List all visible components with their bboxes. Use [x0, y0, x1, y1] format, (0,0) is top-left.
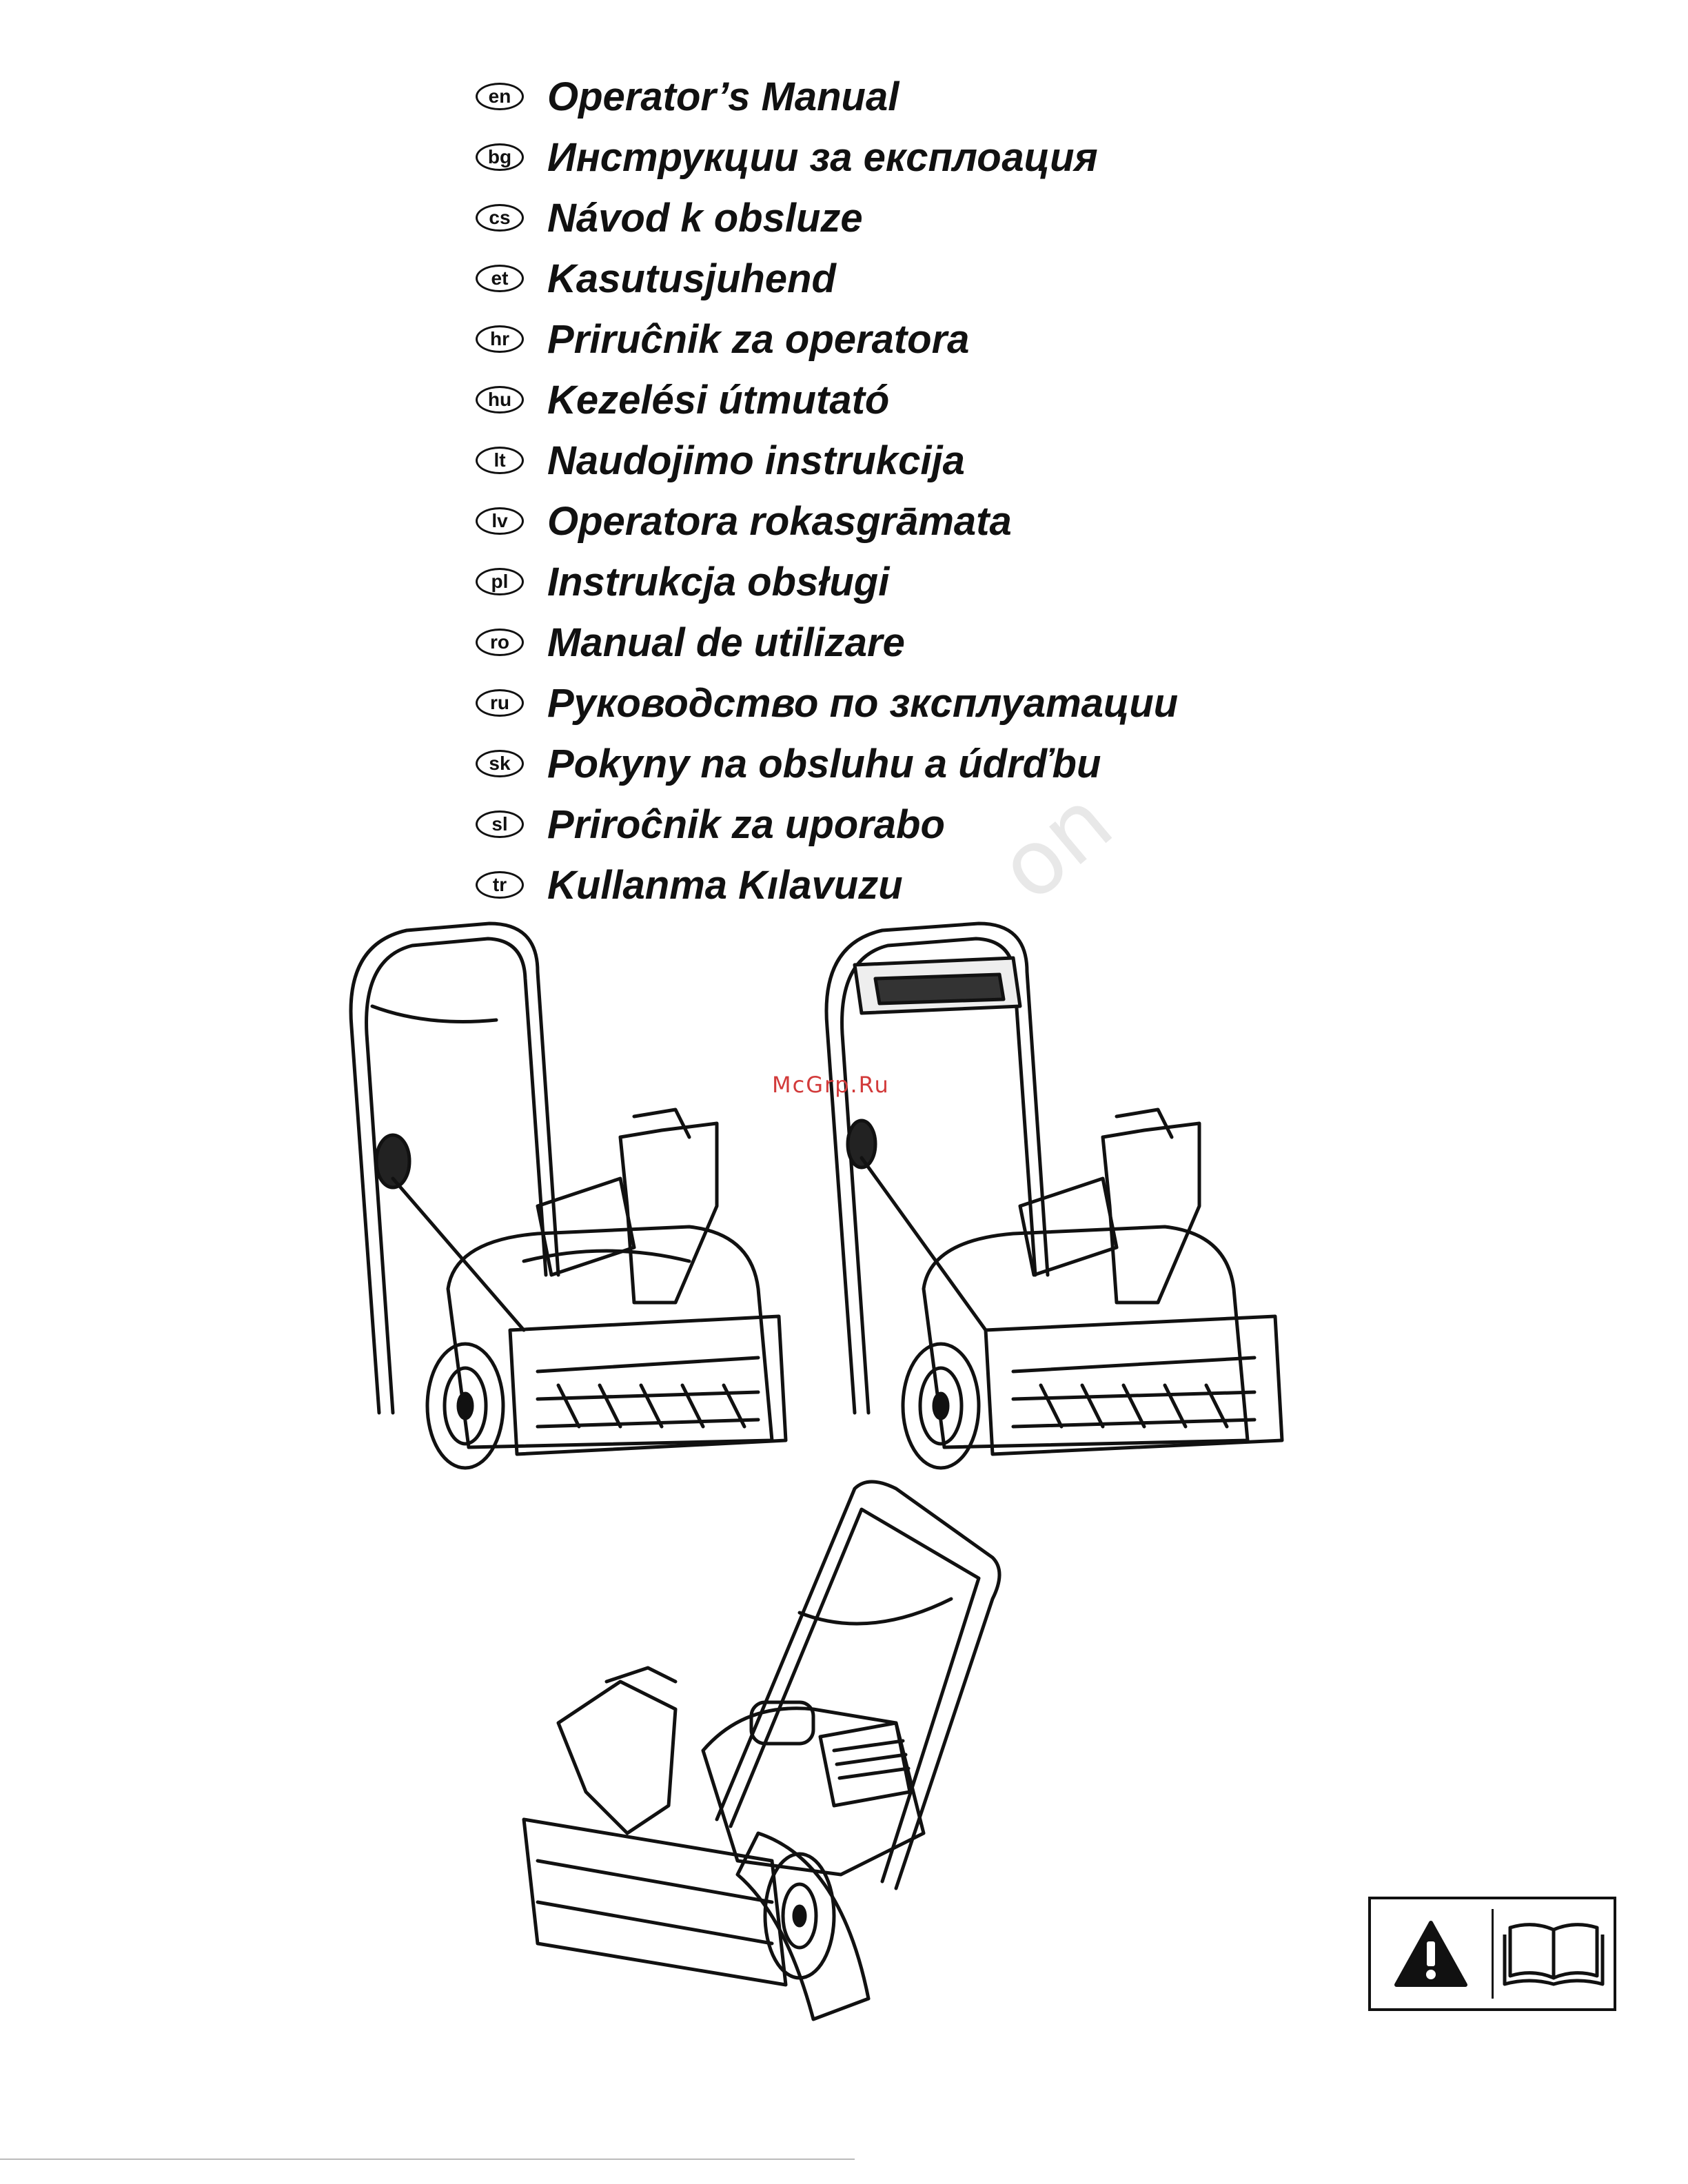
warning-triangle-icon [1394, 1921, 1468, 1987]
language-row-en: en Operator’s Manual [476, 69, 899, 124]
language-code-badge: hr [476, 325, 524, 353]
language-row-tr: tr Kullanma Kılavuzu [476, 857, 903, 912]
manual-title: Instrukcja obsługi [547, 559, 890, 604]
language-code-badge: ro [476, 629, 524, 656]
site-watermark: McGrp.Ru [772, 1072, 890, 1098]
language-code-badge: cs [476, 204, 524, 232]
language-code-badge: en [476, 83, 524, 110]
manual-title: Manual de utilizare [547, 620, 905, 665]
warning-cell [1371, 1899, 1492, 2008]
language-row-et: et Kasutusjuhend [476, 251, 836, 306]
manual-title: Naudojimo instrukcija [547, 438, 965, 483]
manual-title: Operatora rokasgrāmata [547, 498, 1012, 544]
language-row-ro: ro Manual de utilizare [476, 615, 905, 670]
manual-cell [1494, 1899, 1614, 2008]
manual-title: Pokyny na obsluhu a údrďbu [547, 741, 1101, 786]
manual-title: Kullanma Kılavuzu [547, 862, 903, 908]
language-row-hu: hu Kezelési útmutató [476, 372, 889, 427]
language-row-lv: lv Operatora rokasgrāmata [476, 493, 1012, 549]
manual-title: Návod k obsluze [547, 195, 863, 241]
open-book-icon [1503, 1923, 1605, 1986]
language-row-sk: sk Pokyny na obsluhu a údrďbu [476, 736, 1101, 791]
language-code-badge: et [476, 265, 524, 292]
language-row-pl: pl Instrukcja obsługi [476, 554, 889, 609]
page-bottom-rule [0, 2159, 855, 2160]
manual-title: Priruĉnik za operatora [547, 316, 970, 362]
manual-title: Operator’s Manual [547, 74, 899, 119]
manual-title: Kezelési útmutató [547, 377, 890, 422]
background-watermark: on [979, 768, 1132, 921]
language-code-badge: lv [476, 507, 524, 535]
snow-blower-illustration-rear [522, 1480, 1001, 2021]
manual-title: Руководство по зксплуатации [547, 680, 1179, 726]
language-code-badge: sk [476, 750, 524, 777]
language-code-badge: lt [476, 447, 524, 474]
language-row-bg: bg Инструкции за експлоация [476, 130, 1098, 185]
language-code-badge: tr [476, 871, 524, 899]
safety-symbol-box [1368, 1897, 1616, 2011]
language-row-sl: sl Priroĉnik za uporabo [476, 797, 945, 852]
symbol-divider [1491, 1909, 1494, 1999]
language-code-badge: pl [476, 568, 524, 595]
manual-title: Инструкции за експлоация [547, 134, 1098, 180]
language-code-badge: ru [476, 689, 524, 717]
language-code-badge: sl [476, 810, 524, 838]
manual-title: Kasutusjuhend [547, 256, 836, 301]
language-code-badge: bg [476, 143, 524, 171]
language-code-badge: hu [476, 386, 524, 414]
language-row-ru: ru Руководство по зксплуатации [476, 675, 1178, 731]
language-row-cs: cs Návod k obsluze [476, 190, 863, 245]
language-row-lt: lt Naudojimo instrukcija [476, 433, 965, 488]
language-row-hr: hr Priruĉnik za operatora [476, 312, 969, 367]
snow-blower-illustration-left [349, 921, 788, 1470]
manual-title: Priroĉnik za uporabo [547, 802, 945, 847]
snow-blower-illustration-right [824, 921, 1284, 1470]
